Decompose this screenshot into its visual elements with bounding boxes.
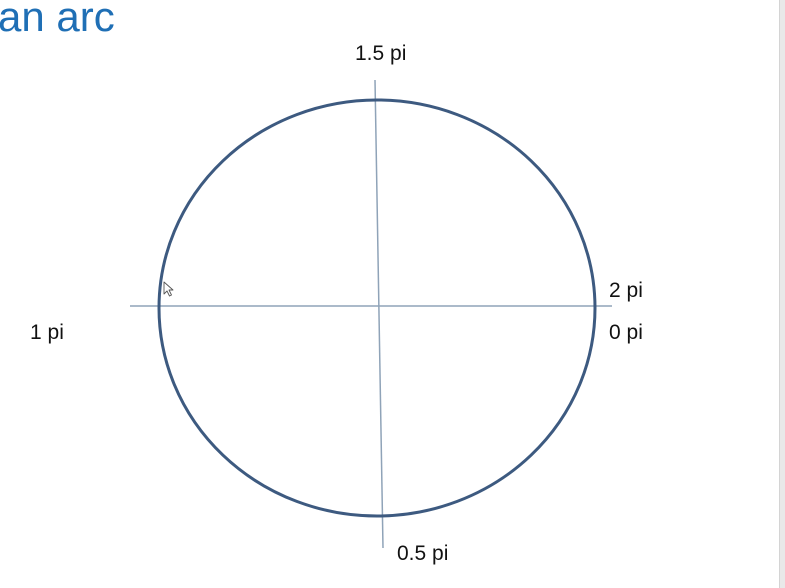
angle-label-1-5-pi: 1.5 pi <box>355 42 407 65</box>
mouse-pointer-icon <box>163 281 174 297</box>
vertical-axis <box>374 79 384 549</box>
angle-label-1-pi: 1 pi <box>30 321 64 344</box>
arc-circle <box>157 98 597 518</box>
angle-label-0-5-pi: 0.5 pi <box>397 542 449 565</box>
angle-label-0-pi: 0 pi <box>609 321 643 344</box>
slide-title: an arc <box>0 0 115 40</box>
window-edge <box>779 0 785 588</box>
angle-label-2-pi: 2 pi <box>609 279 643 302</box>
